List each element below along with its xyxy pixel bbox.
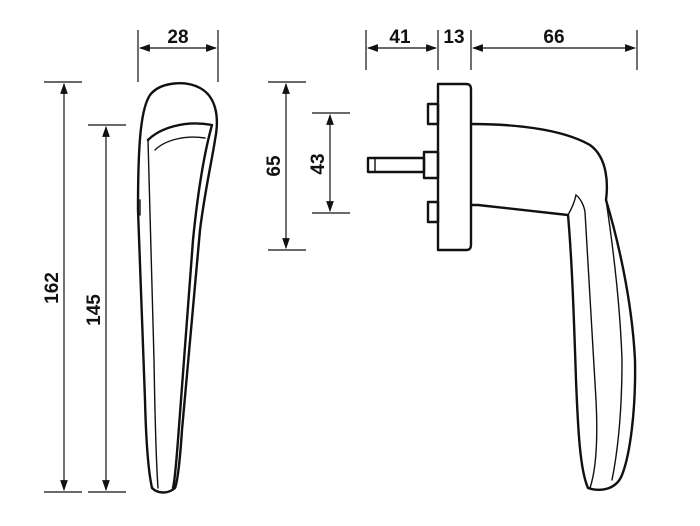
dimension-projection-66: 66 <box>471 27 638 70</box>
dimension-label-rose-thickness: 13 <box>443 27 464 48</box>
dimension-width-28: 28 <box>137 27 219 82</box>
handle-side-view <box>366 82 637 491</box>
dimension-rose-13: 13 <box>443 27 472 70</box>
dimension-spacing-43: 43 <box>308 112 350 214</box>
dimension-label-projection: 66 <box>543 27 564 48</box>
dimension-spindle-41: 41 <box>365 27 439 70</box>
dimension-label-height-total: 162 <box>42 272 63 304</box>
dimension-label-spindle-length: 41 <box>389 27 411 48</box>
dimension-rose-65: 65 <box>264 81 306 251</box>
dimension-label-height-grip: 145 <box>84 294 105 326</box>
handle-front-view <box>136 82 219 494</box>
dimension-height-162: 162 <box>42 81 82 493</box>
dimension-label-width: 28 <box>167 27 188 48</box>
dimension-label-spindle-spacing: 43 <box>308 153 329 174</box>
dimension-label-rose-height: 65 <box>264 155 285 177</box>
dimension-height-145: 145 <box>84 124 126 493</box>
